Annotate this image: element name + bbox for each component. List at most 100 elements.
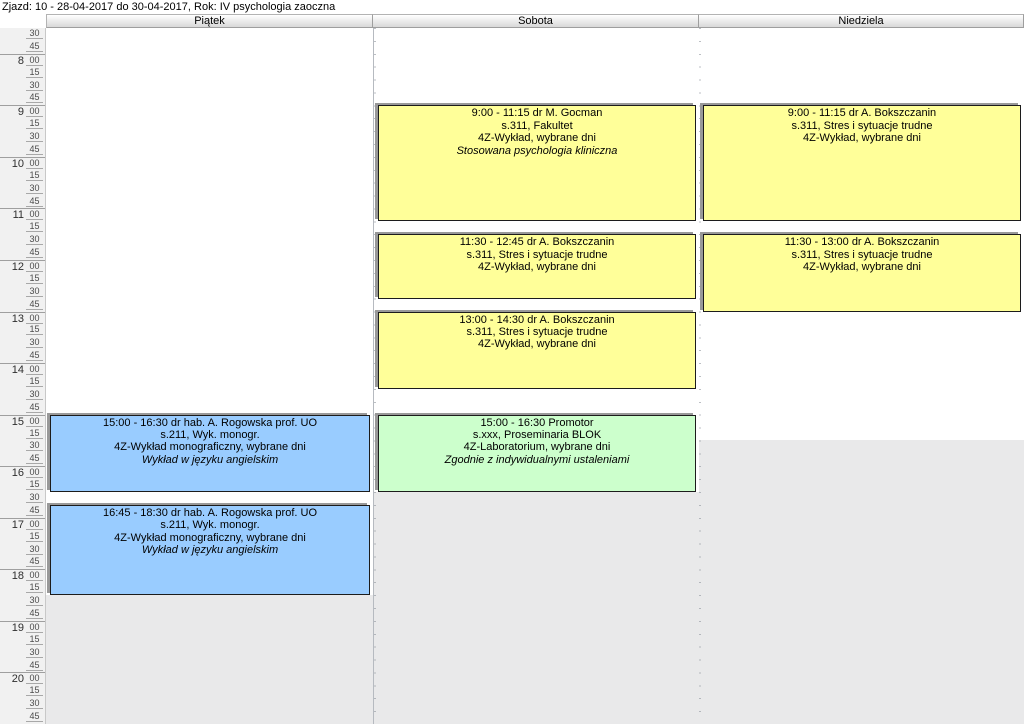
minute-label: 30 (26, 183, 43, 194)
gutter-row: 45 (0, 247, 45, 260)
gutter-row: 30 (0, 183, 45, 196)
gutter-row: 15 (0, 634, 45, 647)
minute-label: 45 (26, 196, 43, 207)
minute-label: 45 (26, 608, 43, 619)
event-line: s.xxx, Proseminaria BLOK (472, 429, 602, 442)
gutter-row: 15 (0, 67, 45, 80)
minute-label: 15 (26, 221, 43, 233)
minute-label: 30 (26, 337, 43, 349)
event-line: 4Z-Wykład, wybrane dni (478, 261, 596, 274)
minute-label: 00 (26, 158, 43, 169)
gutter-row: 30 (0, 337, 45, 350)
minute-label: 15 (26, 685, 43, 697)
hour-label: 13 (11, 312, 24, 325)
hour-label: 12 (11, 261, 24, 273)
gutter-row: 45 (0, 299, 45, 312)
minute-label: 15 (26, 531, 43, 542)
hour-label: 16 (11, 467, 24, 480)
minute-label: 30 (26, 80, 43, 91)
gutter-row: 30 (0, 234, 45, 247)
minute-label: 30 (26, 595, 43, 607)
event-piatek-1500[interactable]: 15:00 - 16:30 dr hab. A. Rogowska prof. … (50, 414, 370, 492)
hour-label: 10 (11, 157, 24, 170)
minute-label: 30 (26, 131, 43, 143)
gutter-row: 15 (0, 531, 45, 544)
minute-label: 45 (26, 92, 43, 104)
minute-label: 15 (26, 67, 43, 78)
minute-label: 00 (26, 55, 43, 66)
minute-label: 00 (26, 570, 43, 582)
gutter-row: 30 (0, 492, 45, 505)
event-line: s.211, Wyk. monogr. (160, 429, 260, 442)
gutter-row: 45 (0, 453, 45, 466)
minute-label: 00 (26, 364, 43, 376)
gutter-row: 15 (0, 170, 45, 183)
gutter-row: 15 (0, 582, 45, 595)
minute-label: 15 (26, 376, 43, 387)
minute-label: 00 (26, 313, 43, 324)
gutter-row: 45 (0, 41, 45, 54)
day-header-niedziela: Niedziela (699, 14, 1024, 28)
gutter-row: 45 (0, 505, 45, 518)
event-line: s.311, Stres i sytuacje trudne (466, 248, 608, 261)
day-header-sobota: Sobota (373, 14, 699, 28)
gutter-row: 45 (0, 144, 45, 157)
day-column-piatek[interactable]: 15:00 - 16:30 dr hab. A. Rogowska prof. … (46, 28, 373, 724)
minute-label: 45 (26, 505, 43, 516)
event-line: 4Z-Wykład, wybrane dni (803, 132, 921, 145)
event-line: 11:30 - 13:00 dr A. Bokszczanin (784, 236, 940, 249)
event-line: 4Z-Wykład, wybrane dni (803, 261, 921, 274)
gutter-row: 30 (0, 131, 45, 144)
minute-label: 45 (26, 41, 43, 52)
hour-label: 20 (11, 673, 24, 686)
event-line: 4Z-Wykład, wybrane dni (478, 132, 596, 145)
minute-label: 45 (26, 660, 43, 671)
gutter-row: 30 (0, 286, 45, 299)
gutter-row: 30 (0, 28, 45, 41)
event-line: s.311, Fakultet (501, 119, 573, 132)
event-line: 15:00 - 16:30 dr hab. A. Rogowska prof. … (102, 416, 317, 429)
minute-label: 45 (26, 402, 43, 413)
minute-label: 45 (26, 350, 43, 362)
gutter-row: 30 (0, 698, 45, 711)
minute-label: 45 (26, 299, 43, 310)
minute-label: 30 (26, 389, 43, 400)
gutter-row: 15 (0, 221, 45, 234)
gutter-row: 30 (0, 80, 45, 93)
minute-label: 15 (26, 582, 43, 594)
minute-label: 15 (26, 479, 43, 491)
minute-label: 00 (26, 209, 43, 221)
event-note: Wykład w języku angielskim (141, 544, 279, 557)
gutter-row: 45 (0, 402, 45, 415)
event-line: 13:00 - 14:30 dr A. Bokszczanin (459, 313, 615, 326)
hour-label: 9 (17, 106, 24, 119)
minute-label: 15 (26, 273, 43, 284)
minute-label: 15 (26, 324, 43, 336)
minute-label: 00 (26, 416, 43, 427)
minute-label: 45 (26, 556, 43, 568)
minute-label: 15 (26, 634, 43, 645)
row-tick-dots (699, 28, 701, 724)
gutter-row: 30 (0, 544, 45, 557)
event-piatek-1645[interactable]: 16:45 - 18:30 dr hab. A. Rogowska prof. … (50, 504, 370, 596)
event-line: 9:00 - 11:15 dr M. Gocman (471, 107, 603, 120)
